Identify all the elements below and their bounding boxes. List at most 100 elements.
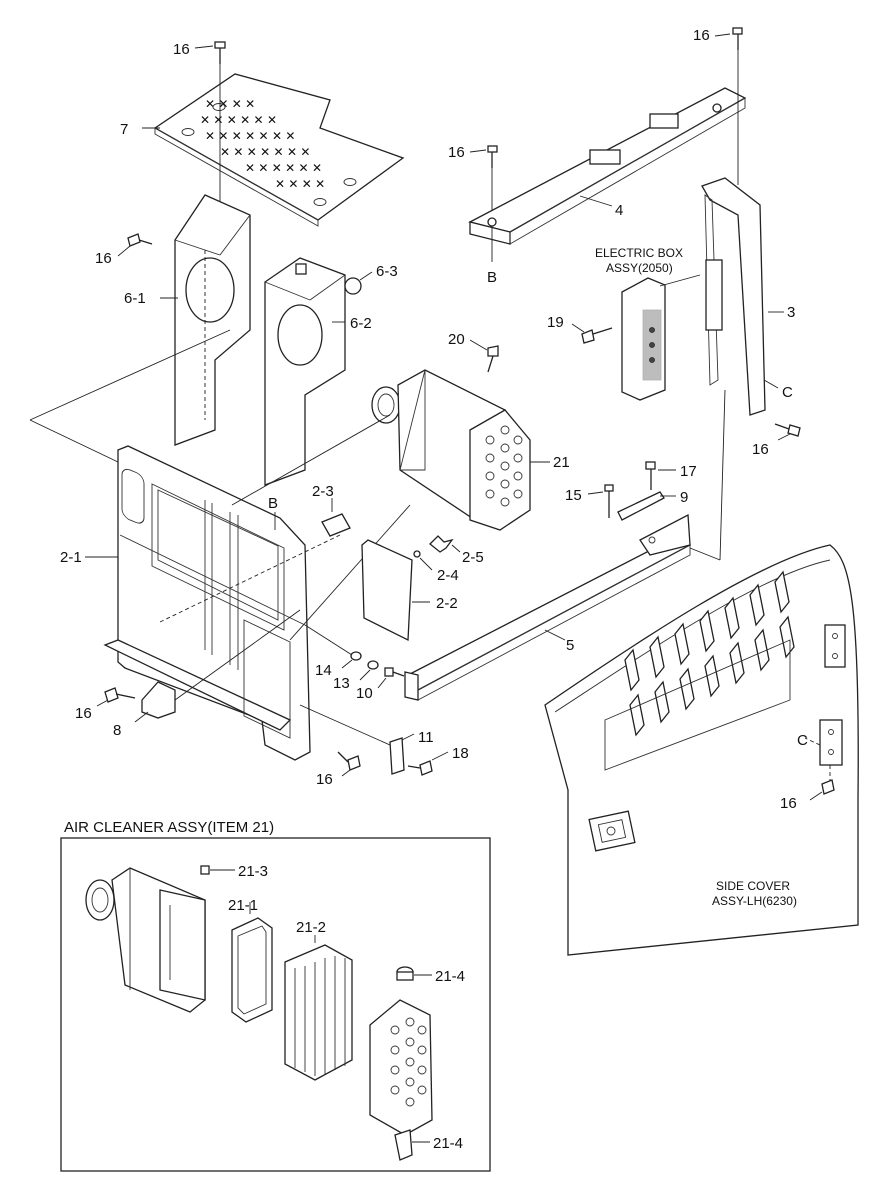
label-20: 20 [448,331,465,348]
part-2-1-frame: 2-1 B [60,445,341,761]
side-cover-label-1: SIDE COVER [716,879,790,893]
side-cover-vents [624,570,795,737]
label-16-frame-left: 16 [75,705,92,722]
part-10-bolt: 10 [356,667,405,702]
label-16-frame-bottom: 16 [316,771,333,788]
label-17: 17 [680,463,697,480]
inset-frame [60,837,491,1172]
svg-text:✕ ✕ ✕ ✕: ✕ ✕ ✕ ✕ [205,97,255,111]
part-20-bolt: 20 [448,331,499,373]
part-21-cover [369,999,433,1136]
label-2-5: 2-5 [462,549,484,566]
label-16-rail: 16 [448,144,465,161]
label-11: 11 [418,729,434,746]
label-14: 14 [315,662,332,679]
side-cover-lock [588,810,636,852]
label-4: 4 [615,202,623,219]
label-2-4: 2-4 [437,567,459,584]
label-C-cover: C [797,732,808,749]
label-21-4-top: 21-4 [435,968,465,985]
part-4-rail: 4 B [468,87,747,286]
part-17-bolt: 17 [645,461,697,490]
part-16-bolt-bracket: 16 [752,423,801,458]
label-21-2: 21-2 [296,919,326,936]
label-16-bracket: 16 [752,441,769,458]
side-cover-hinges [819,624,846,766]
label-B-rail: B [487,269,497,286]
electric-box-assy: ELECTRIC BOX ASSY(2050) [595,246,701,401]
label-B-frame: B [268,495,278,512]
electric-box-label-1: ELECTRIC BOX [595,246,683,260]
label-2-1: 2-1 [60,549,82,566]
label-6-2: 6-2 [350,315,372,332]
part-11-clip: 11 [389,729,434,775]
part-19-bolt: 19 [547,314,613,344]
part-2-2-plate: 2-2 [361,539,458,642]
electric-box-label-2: ASSY(2050) [606,261,673,275]
plate-perforations: ✕ ✕ ✕ ✕ ✕ ✕ ✕ ✕ ✕ ✕ ✕ ✕ ✕ ✕ ✕ ✕ ✕ ✕ ✕ ✕ … [181,97,357,206]
part-16-bolt-left: 16 [95,233,153,267]
part-8-bracket: 8 [113,681,176,739]
air-cleaner-inset: AIR CLEANER ASSY(ITEM 21) 21-3 21-1 [60,819,491,1172]
part-9-link: 9 [617,489,688,521]
part-15-bolt: 15 [565,484,614,518]
label-C-bracket: C [782,384,793,401]
part-21-1-filter: 21-1 [228,897,273,1023]
part-6-1-bracket: 6-1 [124,194,251,446]
part-16-bolt-top-right: 16 [693,27,743,185]
part-2-4-2-5-fasteners: 2-4 2-5 [413,535,484,584]
side-cover-assy: C 16 SIDE COVER ASSY-LH(6230) [544,544,859,956]
label-2-3: 2-3 [312,483,334,500]
part-14-washer: 14 [315,651,362,679]
leader-lines [29,329,726,746]
part-21-2-element: 21-2 [284,919,353,1081]
part-16-bolt-rail: 16 [448,144,498,210]
part-21-housing [85,867,206,1013]
label-10: 10 [356,685,373,702]
part-21-3-clip: 21-3 [200,863,268,880]
part-6-3-cap: 6-3 [344,263,398,295]
part-13-nut: 13 [333,660,379,692]
part-18-bolt: 18 [407,745,469,776]
label-21: 21 [553,454,570,471]
side-cover-label-2: ASSY-LH(6230) [712,894,797,908]
label-6-1: 6-1 [124,290,146,307]
label-19: 19 [547,314,564,331]
svg-text:✕ ✕ ✕ ✕ ✕ ✕ ✕: ✕ ✕ ✕ ✕ ✕ ✕ ✕ [220,145,310,159]
air-cleaner-ribs [485,425,523,507]
label-21-4-bottom: 21-4 [433,1135,463,1152]
part-7-top-plate: ✕ ✕ ✕ ✕ ✕ ✕ ✕ ✕ ✕ ✕ ✕ ✕ ✕ ✕ ✕ ✕ ✕ ✕ ✕ ✕ … [120,73,405,227]
svg-text:✕ ✕ ✕ ✕: ✕ ✕ ✕ ✕ [275,177,325,191]
label-7: 7 [120,121,128,138]
part-3-bracket: 3 C [701,177,795,416]
label-21-3: 21-3 [238,863,268,880]
label-9: 9 [680,489,688,506]
label-13: 13 [333,675,350,692]
label-3: 3 [787,304,795,321]
svg-text:✕ ✕ ✕ ✕ ✕ ✕: ✕ ✕ ✕ ✕ ✕ ✕ [245,161,322,175]
part-16-bolt-frame-bottom: 16 [316,751,361,788]
label-2-2: 2-2 [436,595,458,612]
svg-text:✕ ✕ ✕ ✕ ✕ ✕: ✕ ✕ ✕ ✕ ✕ ✕ [200,113,277,127]
label-16-top: 16 [173,41,190,58]
label-16-left: 16 [95,250,112,267]
air-cleaner-title: AIR CLEANER ASSY(ITEM 21) [64,819,274,836]
part-21-4-valve-bottom: 21-4 [394,1129,463,1161]
label-15: 15 [565,487,582,504]
label-16-top-right: 16 [693,27,710,44]
part-6-2-bracket: 6-2 [264,257,372,486]
part-16-bolt-frame-left: 16 [75,687,136,722]
part-21-air-cleaner: 21 [371,369,570,531]
label-16-cover: 16 [780,795,797,812]
svg-text:✕ ✕ ✕ ✕ ✕ ✕ ✕: ✕ ✕ ✕ ✕ ✕ ✕ ✕ [205,129,295,143]
label-5: 5 [566,637,574,654]
part-5-bar: 5 [404,513,692,701]
label-18: 18 [452,745,469,762]
part-2-3-strip: 2-3 [312,483,351,537]
part-21-4-cap-top: 21-4 [396,966,465,985]
label-8: 8 [113,722,121,739]
label-6-3: 6-3 [376,263,398,280]
label-21-1: 21-1 [228,897,258,914]
